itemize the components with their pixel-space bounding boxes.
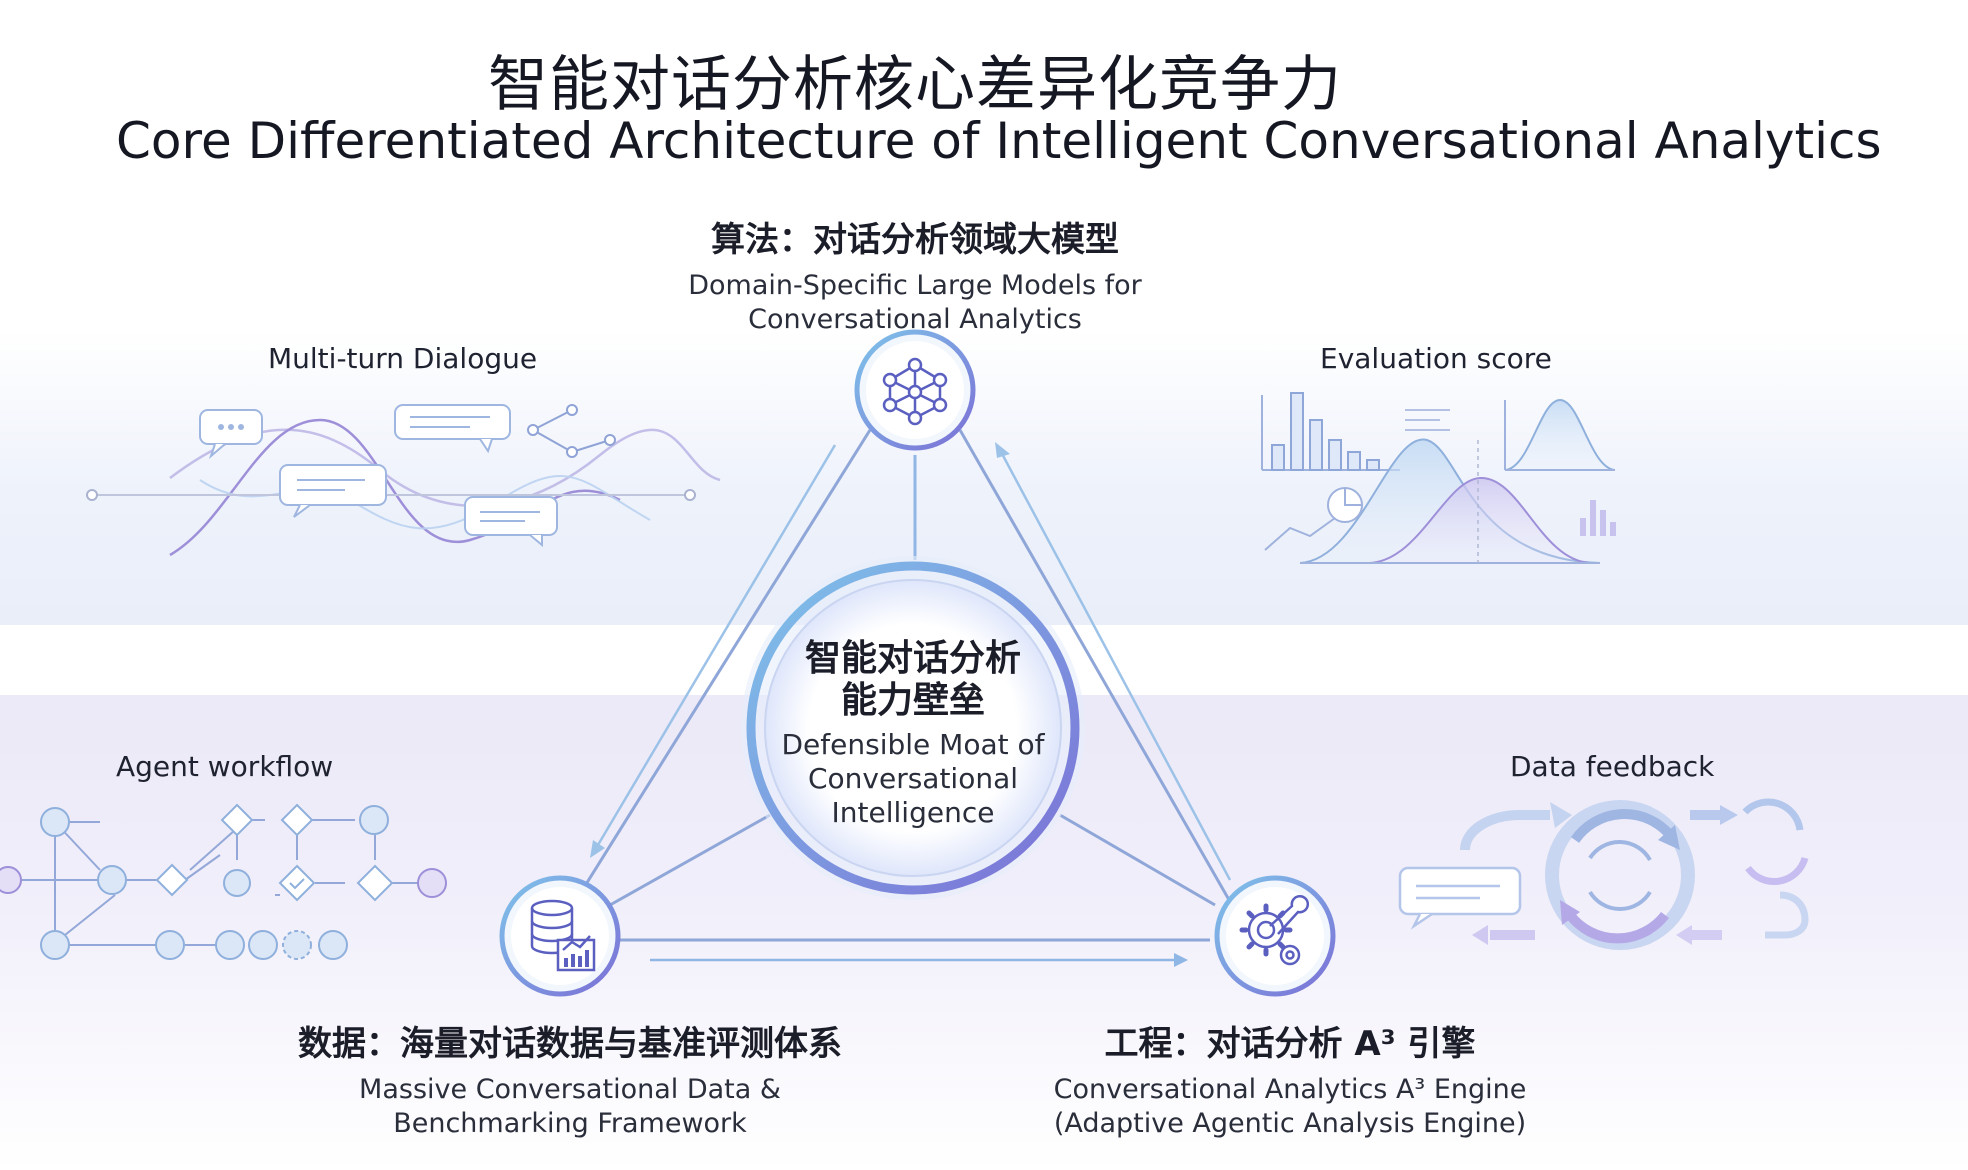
- center-title-en-line3: Intelligence: [831, 796, 995, 829]
- data-feedback-illustration: [1398, 798, 1809, 950]
- node-right-text: 工程：对话分析 A³ 引擎 Conversational Analytics A…: [1010, 1016, 1570, 1141]
- center-title-zh-line1: 智能对话分析: [804, 638, 1021, 679]
- center-text: 智能对话分析 能力壁垒 Defensible Moat of Conversat…: [763, 638, 1063, 830]
- node-right-sub-line2: (Adaptive Agentic Analysis Engine): [1053, 1108, 1527, 1139]
- agent-workflow-illustration: [0, 803, 447, 960]
- page-title-en: Core Differentiated Architecture of Inte…: [116, 112, 1882, 170]
- gear-wrench-icon: [1214, 875, 1336, 997]
- node-top-title: 算法：对话分析领域大模型: [711, 220, 1119, 260]
- node-top-sub-line1: Domain-Specific Large Models for: [688, 270, 1142, 301]
- label-evaluation-score: Evaluation score: [1320, 342, 1552, 375]
- center-title-zh-line2: 能力壁垒: [840, 680, 985, 721]
- label-multi-turn-dialogue: Multi-turn Dialogue: [268, 342, 538, 375]
- node-top-text: 算法：对话分析领域大模型 Domain-Specific Large Model…: [615, 212, 1215, 337]
- center-title-en-line1: Defensible Moat of: [781, 728, 1045, 761]
- multi-turn-dialogue-illustration: [86, 404, 721, 557]
- neural-network-icon: [854, 329, 976, 451]
- node-left-sub-line1: Massive Conversational Data &: [359, 1074, 781, 1105]
- node-left-text: 数据：海量对话数据与基准评测体系 Massive Conversational …: [240, 1016, 900, 1141]
- label-data-feedback: Data feedback: [1510, 750, 1715, 783]
- node-right-sub-line1: Conversational Analytics A³ Engine: [1053, 1074, 1527, 1105]
- evaluation-score-illustration: [1261, 392, 1616, 564]
- database-chart-icon: [499, 875, 621, 997]
- node-left-sub-line2: Benchmarking Framework: [393, 1108, 747, 1139]
- node-right-title: 工程：对话分析 A³ 引擎: [1104, 1024, 1476, 1064]
- page-title-zh: 智能对话分析核心差异化竞争力: [488, 50, 1342, 120]
- node-left-title: 数据：海量对话数据与基准评测体系: [298, 1024, 842, 1064]
- center-core: [741, 556, 1085, 900]
- triangle-structure: [546, 429, 1254, 967]
- label-agent-workflow: Agent workflow: [116, 750, 334, 783]
- center-title-en-line2: Conversational: [807, 762, 1019, 795]
- node-top-sub-line2: Conversational Analytics: [748, 304, 1082, 335]
